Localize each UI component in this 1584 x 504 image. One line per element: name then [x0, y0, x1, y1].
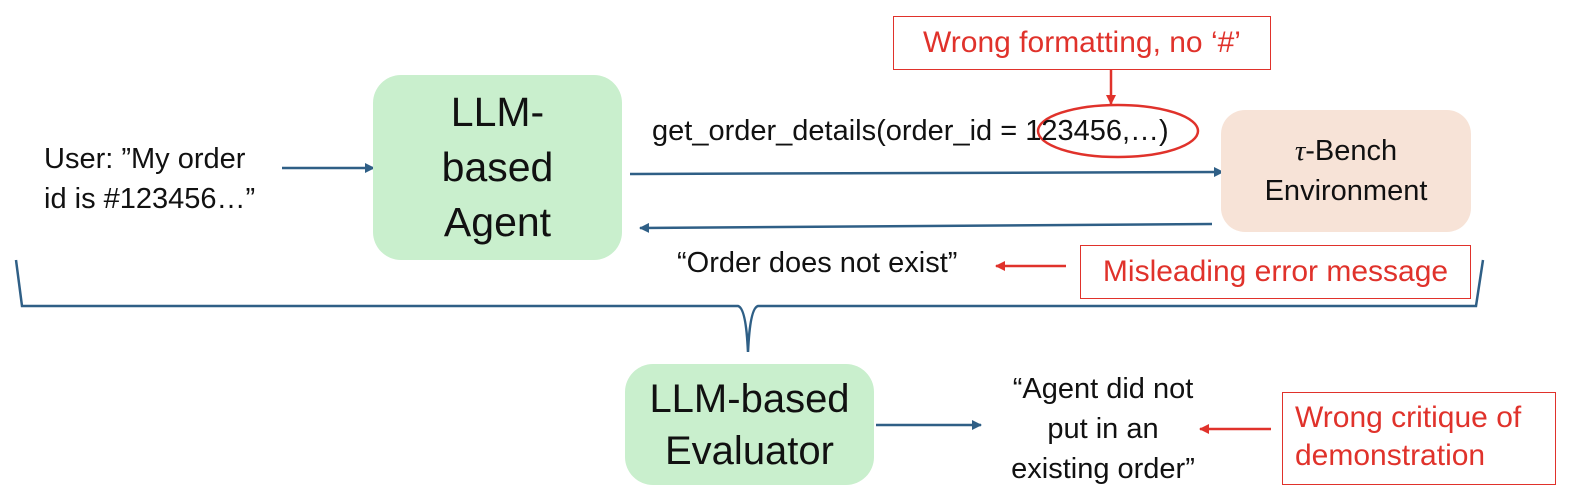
user-message-line-1: User: ”My order [44, 143, 246, 175]
user-message-line-2: id is #123456…” [44, 183, 256, 215]
critique-callout-line-2: demonstration [1295, 439, 1486, 472]
formatting-callout: Wrong formatting, no ‘#’ [893, 16, 1271, 70]
agent-box-line-2: based [441, 144, 554, 190]
formatting-callout-text: Wrong formatting, no ‘#’ [923, 26, 1241, 59]
order-id-highlight [1036, 103, 1200, 159]
error-callout-text: Misleading error message [1102, 255, 1449, 288]
tool-call-suffix: ) [1159, 115, 1169, 147]
evaluator-box-line-1: LLM-based [649, 376, 850, 421]
agent-box-line-1: LLM- [450, 89, 545, 135]
environment-box-line-2: Environment [1264, 175, 1428, 207]
environment-box: τ-Bench Environment [1221, 110, 1471, 232]
critique-callout: Wrong critique of demonstration [1282, 392, 1556, 485]
critique-callout-line-1: Wrong critique of [1295, 401, 1522, 434]
evaluator-box: LLM-based Evaluator [625, 364, 874, 485]
environment-box-line-1: τ-Bench [1295, 131, 1397, 171]
environment-to-agent-arrow [639, 222, 1213, 233]
curly-brace [14, 259, 1485, 353]
tool-call: get_order_details(order_id = 123456,…) [652, 111, 1169, 151]
evaluator-output: “Agent did not put in an existing order” [985, 369, 1221, 489]
error-callout: Misleading error message [1080, 245, 1471, 299]
environment-response: “Order does not exist” [677, 247, 958, 279]
tau-symbol: τ [1294, 135, 1306, 167]
agent-box-line-3: Agent [443, 199, 552, 245]
agent-to-environment-arrow [629, 167, 1224, 178]
evaluator-output-line-3: existing order” [1011, 453, 1195, 485]
evaluator-output-line-1: “Agent did not [1012, 373, 1194, 405]
tool-call-value: 123456,… [1025, 115, 1160, 147]
tool-call-prefix: get_order_details(order_id = [652, 115, 1026, 147]
agent-box: LLM- based Agent [373, 75, 622, 260]
environment-box-bench: -Bench [1305, 135, 1398, 167]
evaluator-box-line-2: Evaluator [665, 428, 834, 473]
user-message: User: ”My order id is #123456…” [44, 139, 255, 219]
evaluator-output-line-2: put in an [1047, 413, 1159, 445]
